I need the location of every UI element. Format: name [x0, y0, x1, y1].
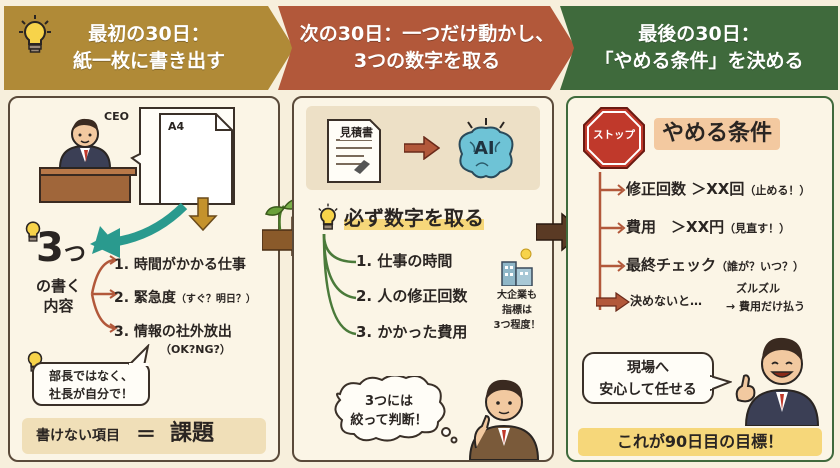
speech-bubble: 部長ではなく、 社長が自分で！	[32, 362, 150, 406]
phase3-item-2: 費用 ＞XX円（見直す！）	[626, 218, 791, 236]
footer-right: 課題	[170, 421, 215, 446]
ceo-label: CEO	[104, 110, 129, 123]
footer-left: 書けない項目	[36, 428, 120, 444]
phase1-item-2: 2. 緊急度（すぐ？明日？）	[114, 290, 256, 306]
lightbulb-icon	[19, 15, 51, 53]
list-bracket	[322, 233, 357, 336]
lightbulb-icon	[318, 203, 338, 230]
warn-right-2: → 費用だけ払う	[726, 300, 806, 313]
write-label: の書く 内容	[36, 277, 82, 315]
businessman-avatar	[468, 379, 540, 460]
phase1-item-1: 1. 時間がかかる仕事	[114, 257, 246, 273]
phase1-title-line2: 紙一枚に書き出す	[72, 50, 225, 72]
thought-cloud	[334, 376, 458, 444]
thought-text: 3つには 絞って判断！	[350, 394, 428, 428]
businessman-avatar	[735, 337, 820, 426]
warn-arrow	[596, 292, 630, 312]
phase3-header: 最後の30日： 「やめる条件」を決める	[560, 6, 838, 90]
down-arrow	[188, 197, 218, 232]
right-arrow	[404, 136, 440, 160]
paper-label: A4	[168, 120, 185, 133]
lightbulb-icon	[25, 221, 41, 242]
phase3-item-3: 最終チェック（誰が？いつ？）	[626, 256, 805, 274]
speech-tail	[710, 374, 732, 392]
list-bracket	[90, 255, 118, 333]
phase3-heading: やめる条件	[654, 118, 781, 150]
warn-right-1: ズルズル	[736, 282, 780, 295]
stop-label: ストップ	[593, 129, 635, 141]
ceo-avatar	[39, 118, 137, 203]
phase1-title-line1: 最初の30日：	[88, 23, 210, 45]
feedback-arrow	[90, 202, 188, 258]
speech-bubble: 現場へ 安心して任せる	[582, 352, 714, 404]
ai-label: AI	[474, 138, 495, 159]
goal-text: これが90日目の目標！	[616, 432, 784, 451]
phase2-item-2: 2. 人の修正回数	[356, 287, 468, 305]
side-note: 大企業も 指標は 3つ程度！	[493, 290, 541, 331]
phase2-title-line2: 3つの数字を取る	[353, 50, 501, 72]
stop-sign-icon	[583, 107, 645, 169]
phase1-item-3: 3. 情報の社外放出	[114, 324, 232, 340]
footer-equals: ＝	[136, 422, 156, 446]
phase1-item-3-note: （OK?NG?）	[160, 343, 231, 356]
phase2-item-3: 3. かかった費用	[356, 323, 468, 341]
phase3-item-1: 修正回数 ＞XX回（止める！）	[626, 180, 811, 198]
footer-band	[22, 418, 266, 454]
ai-brain-icon	[458, 118, 514, 179]
phase3-title-line1: 最後の30日：	[638, 23, 760, 45]
doc-label: 見積書	[340, 124, 373, 140]
phase2-header: 次の30日：一つだけ動かし、 3つの数字を取る	[278, 6, 576, 90]
phase3-panel: ストップ やめる条件 修正回数 ＞XX回（止める！） 費用 ＞XX円（見直す！）…	[566, 96, 834, 462]
phase1-panel: CEO A4 3つ の書く 内容 1. 時間がかかる仕事 2. 緊急度	[8, 96, 280, 462]
goal-band	[578, 428, 822, 456]
phase2-item-1: 1. 仕事の時間	[356, 252, 453, 270]
phase3-title-line2: 「やめる条件」を決める	[594, 50, 804, 72]
speech-tail	[128, 344, 150, 366]
phase2-title-line1: 次の30日：一つだけ動かし、	[299, 23, 555, 45]
phase1-header: 最初の30日： 紙一枚に書き出す	[4, 6, 294, 90]
warn-left: 決めないと…	[630, 294, 703, 308]
paper-icon	[159, 113, 233, 205]
building-icon	[501, 248, 533, 286]
list-bracket	[598, 172, 626, 310]
big-number: 3つ	[36, 225, 86, 271]
phase2-panel: 見積書 AI 必ず数字を取る 1. 仕事の時間 2. 人の修正回数 3. かかっ…	[292, 96, 554, 462]
phase2-heading: 必ず数字を取る	[344, 206, 484, 230]
